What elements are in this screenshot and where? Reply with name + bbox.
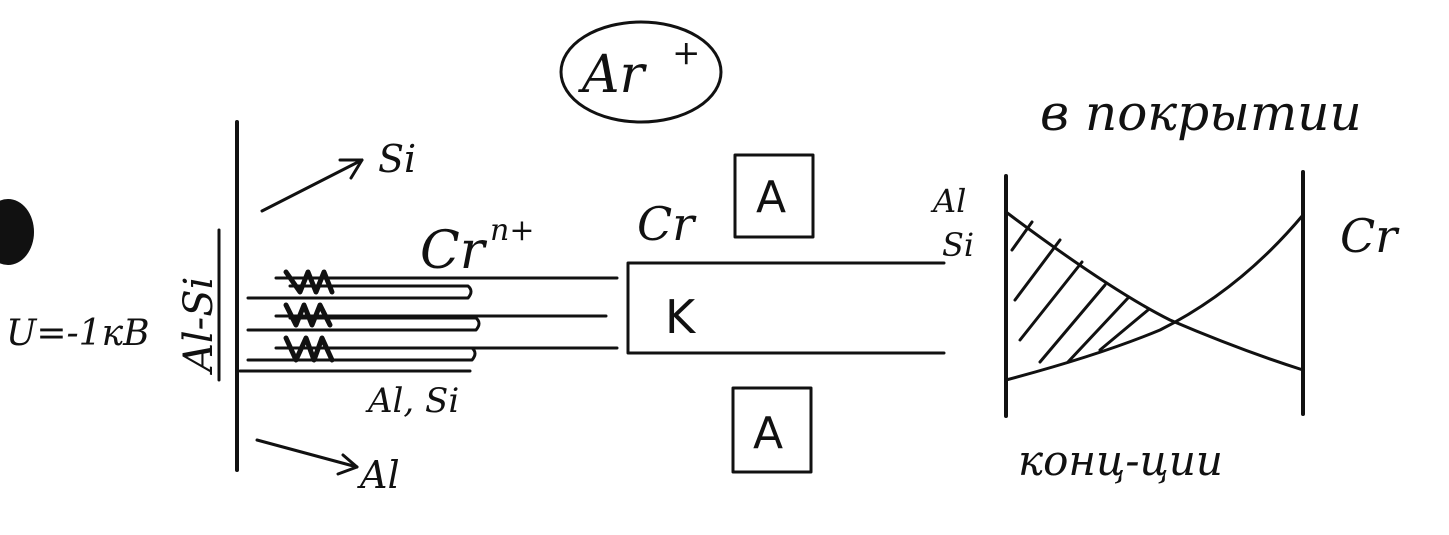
cr-label-left: Cr xyxy=(637,197,697,251)
cr-label-graph: Cr xyxy=(1340,209,1400,263)
ion-label: Ar xyxy=(578,45,648,105)
al-si-bottom-label: Al, Si xyxy=(365,381,459,421)
return-loop-3 xyxy=(246,346,477,362)
cr-ion-charge: n+ xyxy=(490,213,534,248)
voltage-label: U=-1кВ xyxy=(6,313,150,354)
graph-hatching xyxy=(1010,220,1150,364)
cathode-label: K xyxy=(665,290,697,344)
cr-curve xyxy=(1004,213,1305,382)
concentration-label: конц-ции xyxy=(1018,436,1223,485)
sputtered-al-label: Al xyxy=(357,453,400,497)
return-loop-2 xyxy=(246,316,481,332)
cathode-outline xyxy=(626,261,946,355)
ink-blot xyxy=(0,199,34,265)
anode-top-label: A xyxy=(756,172,786,223)
sputtered-si-label: Si xyxy=(378,137,416,181)
return-loop-1 xyxy=(246,284,473,300)
anode-top-box xyxy=(733,153,815,239)
al-arrow-head xyxy=(336,453,359,476)
coating-label: в покрытии xyxy=(1040,84,1362,142)
ion-circle xyxy=(559,20,723,124)
si-label-right: Si xyxy=(942,226,974,264)
impact-scribble xyxy=(283,269,335,363)
al-arrow-line xyxy=(255,438,359,469)
target-label: Al-Si xyxy=(176,277,222,376)
ion-charge: + xyxy=(672,33,701,73)
si-arrow-line xyxy=(260,158,364,213)
cr-ion-label: Cr xyxy=(420,221,488,281)
si-arrow-head xyxy=(338,158,364,180)
al-label-right: Al xyxy=(930,182,966,220)
anode-bottom-box xyxy=(731,386,813,474)
al-si-curve xyxy=(1004,210,1305,372)
anode-bottom-label: A xyxy=(753,408,783,459)
